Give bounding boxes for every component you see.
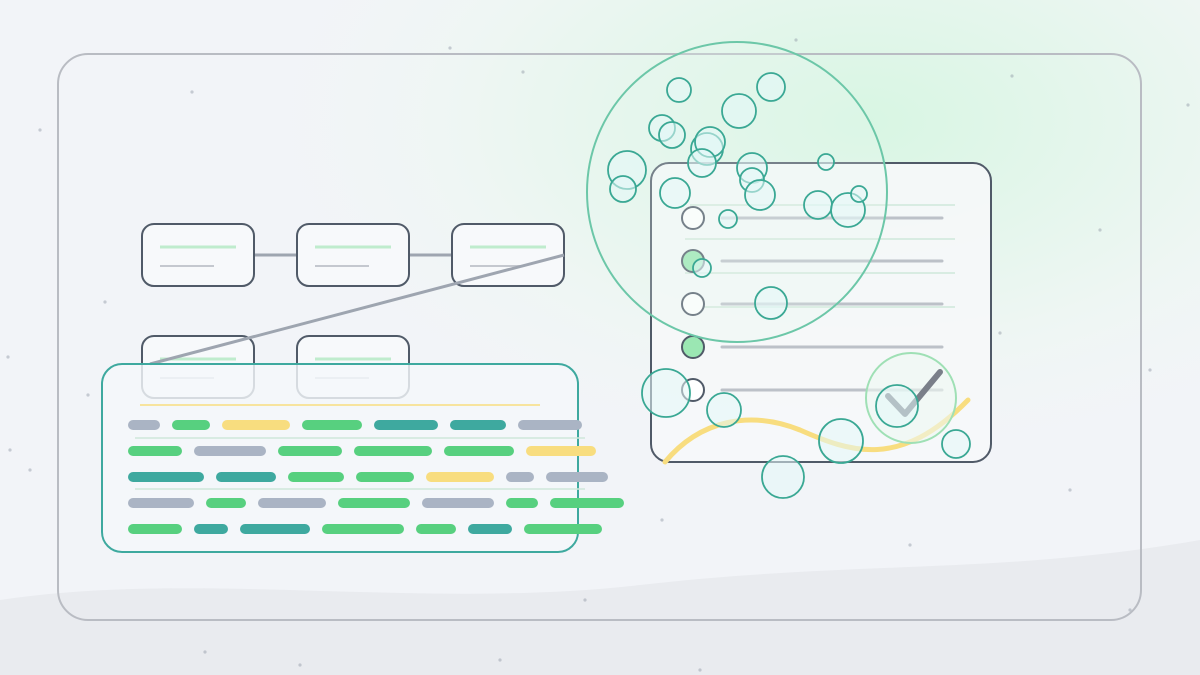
dust-dot [1148, 368, 1152, 372]
bubble [754, 286, 788, 320]
dust-dot [1186, 103, 1190, 107]
dust-dot [38, 128, 42, 132]
dust-dot [521, 70, 525, 74]
dust-dot [298, 663, 302, 667]
bubble [761, 455, 805, 499]
flow-node [296, 223, 410, 287]
bubble [941, 429, 971, 459]
bubble [817, 153, 835, 171]
dust-dot [28, 468, 32, 472]
bubble [687, 148, 717, 178]
background-dots [6, 38, 1190, 672]
checkbox-icon [681, 206, 705, 230]
checkbox-icon [681, 335, 705, 359]
code-panel [101, 363, 579, 553]
bubble [875, 384, 919, 428]
bubbles [607, 72, 971, 499]
bubble [658, 121, 686, 149]
bubble [803, 190, 833, 220]
bubble [659, 177, 691, 209]
flow-node [451, 223, 565, 287]
checkbox-icon [681, 292, 705, 316]
dust-dot [698, 668, 702, 672]
dust-dot [498, 658, 502, 662]
dust-dot [908, 543, 912, 547]
dust-dot [1068, 488, 1072, 492]
dust-dot [794, 38, 798, 42]
dust-dot [583, 598, 587, 602]
flow-node [141, 223, 255, 287]
dust-dot [190, 90, 194, 94]
dust-dot [1128, 608, 1132, 612]
dust-dot [8, 448, 12, 452]
bubble [609, 175, 637, 203]
dust-dot [103, 300, 107, 304]
bubble [641, 368, 691, 418]
bubble [666, 77, 692, 103]
bubble [692, 258, 712, 278]
outer-frame [57, 53, 1142, 621]
bubble [818, 418, 864, 464]
dust-dot [1010, 74, 1014, 78]
bubble [721, 93, 757, 129]
dust-dot [998, 331, 1002, 335]
dust-dot [448, 46, 452, 50]
bubble [706, 392, 742, 428]
bubble [756, 72, 786, 102]
code-lines [128, 420, 624, 534]
dust-dot [1098, 228, 1102, 232]
code-block-icon [101, 363, 624, 553]
background-wave [0, 540, 1200, 675]
bubble [850, 185, 868, 203]
dust-dot [203, 650, 207, 654]
bubble [718, 209, 738, 229]
dust-dot [660, 518, 664, 522]
dust-dot [86, 393, 90, 397]
dust-dot [6, 355, 10, 359]
connector-diagonal [149, 253, 565, 366]
bubbles-icon [586, 41, 971, 499]
bubble [744, 179, 776, 211]
